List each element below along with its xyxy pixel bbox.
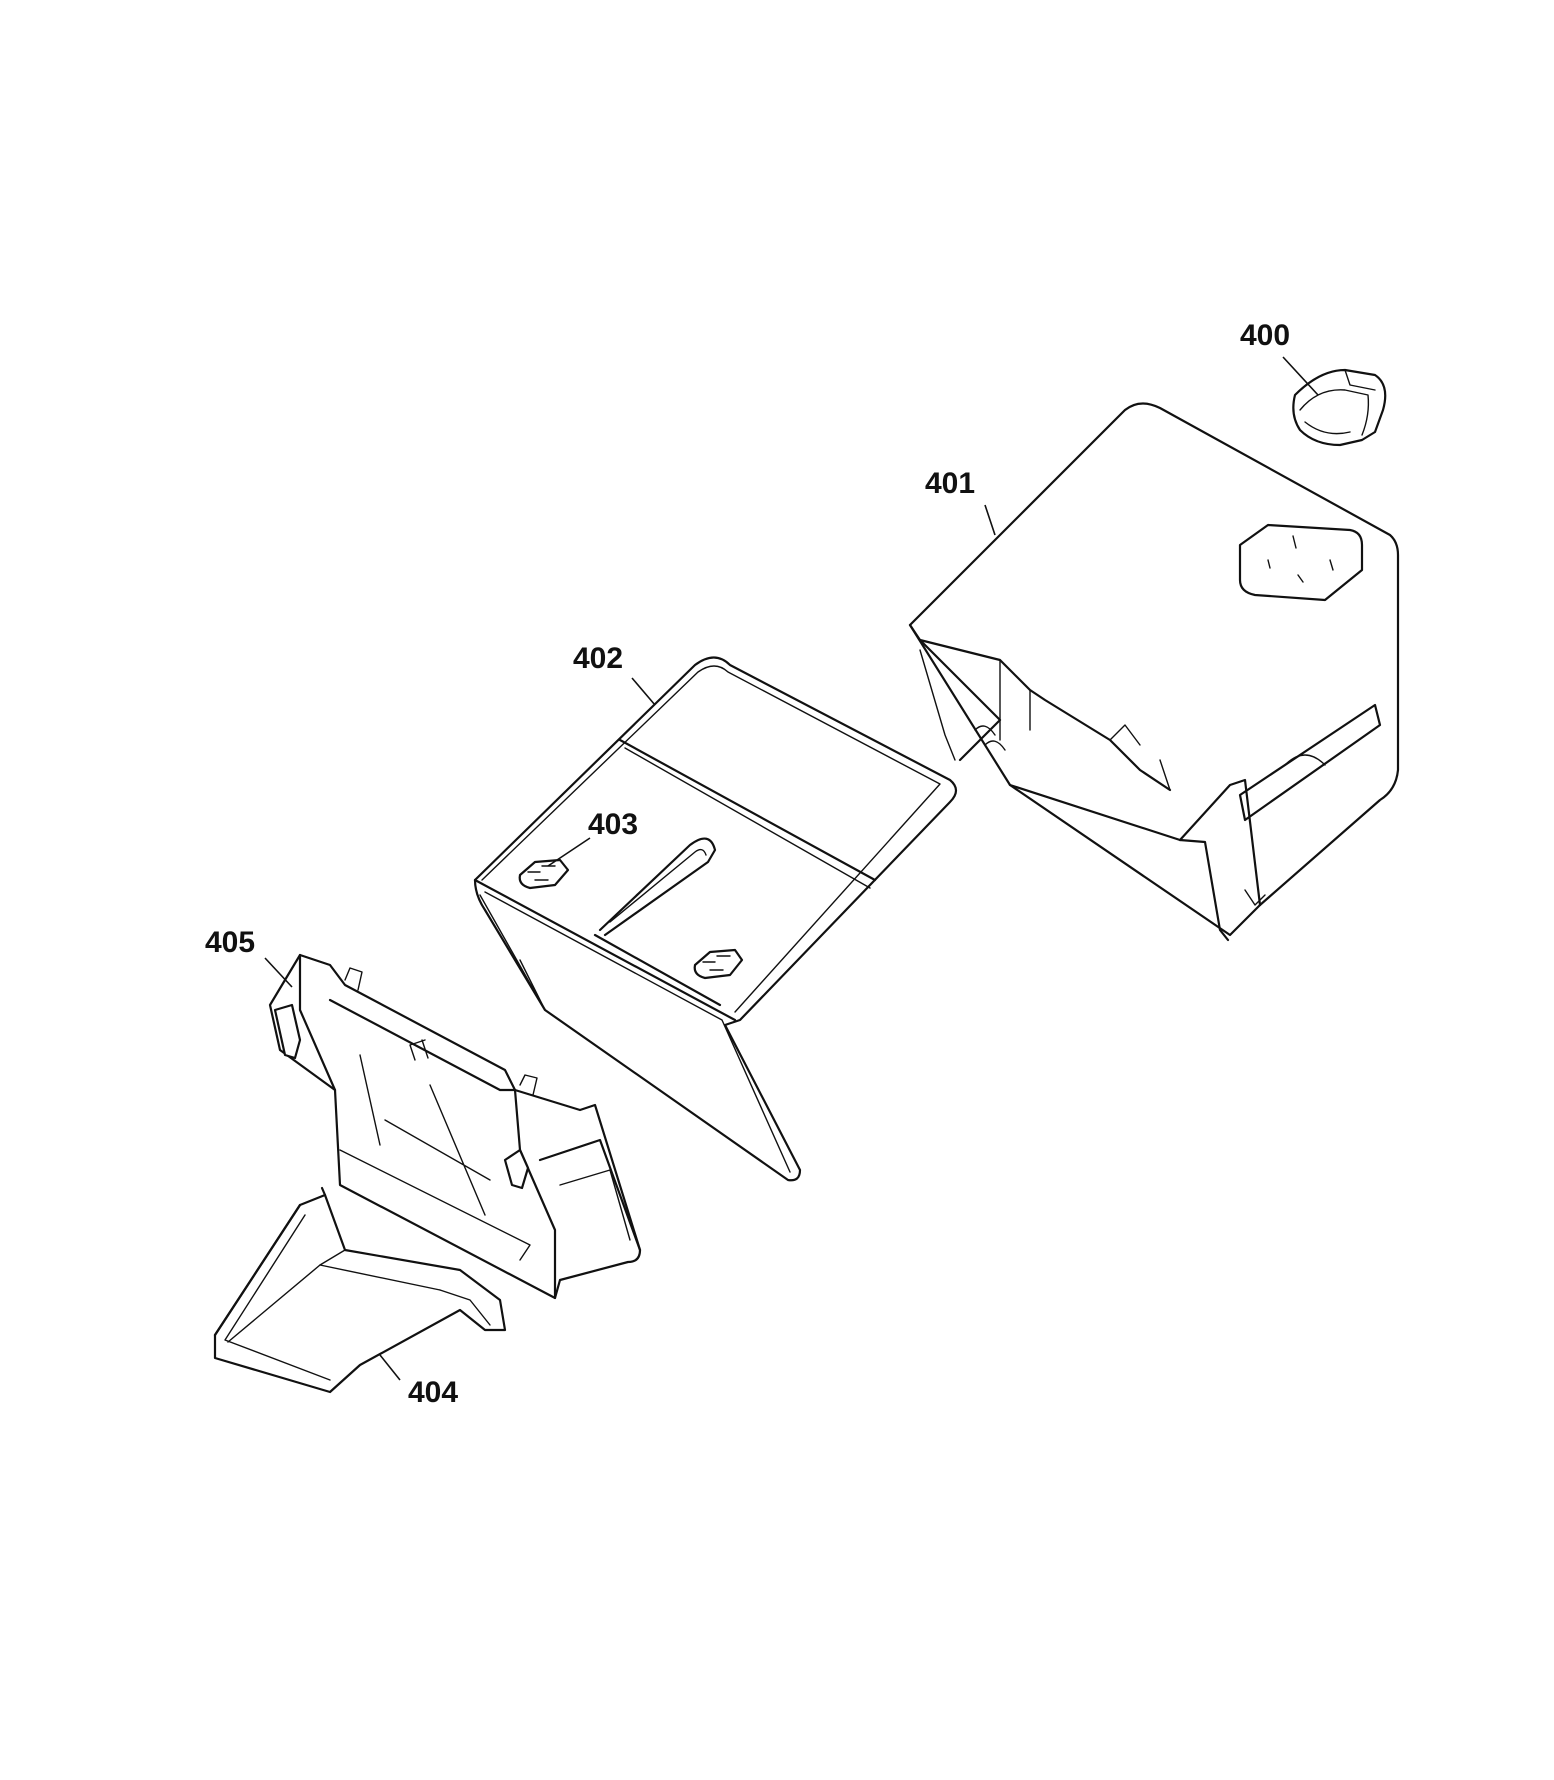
- leader-404: [379, 1354, 401, 1381]
- part-402-grass-bag: [473, 656, 958, 1182]
- callout-401: 401: [925, 467, 975, 500]
- leader-402: [631, 677, 656, 706]
- leader-403: [547, 837, 591, 867]
- callout-labels: 400 401 402 403 404 405: [205, 319, 1290, 1409]
- part-401-grassbox-cover: [908, 402, 1400, 942]
- leader-405: [264, 957, 293, 988]
- leader-lines: [264, 356, 1319, 1381]
- leader-401: [984, 504, 996, 536]
- callout-400: 400: [1240, 319, 1290, 352]
- leader-400: [1282, 356, 1319, 396]
- callout-404: 404: [408, 1376, 458, 1409]
- part-403-clip: [518, 858, 744, 980]
- part-400-plug-cover: [1292, 368, 1387, 447]
- callout-403: 403: [588, 808, 638, 841]
- callout-405: 405: [205, 926, 255, 959]
- callout-402: 402: [573, 642, 623, 675]
- part-404-chute: [213, 1186, 507, 1394]
- part-405-frame: [268, 953, 642, 1300]
